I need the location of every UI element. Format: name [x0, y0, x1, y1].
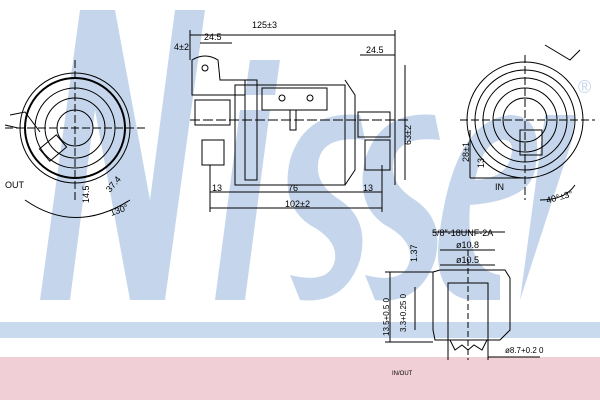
dim-right-offset: 24.5 [366, 45, 384, 55]
dim-76: 76 [288, 183, 299, 193]
dim-height: 63±2 [403, 125, 413, 145]
dim-13-left: 13 [212, 183, 223, 193]
out-label: OUT [5, 180, 24, 190]
in-label: IN [495, 182, 504, 192]
registered-mark: ® [578, 77, 592, 97]
thread-spec: 5/8″-18UNF-2A [432, 228, 494, 238]
dim-overall-length: 125±3 [252, 20, 277, 30]
blue-band [0, 322, 600, 338]
dim-tolerance-4: 4±2 [174, 42, 189, 52]
right-end-view [460, 44, 595, 201]
dim-diameter-10-5: ø10.5 [456, 255, 480, 265]
left-end-view [4, 60, 145, 218]
fitting-section [385, 231, 540, 360]
dim-1-37: 1.37 [409, 244, 419, 262]
in-out-label: IN/OUT [392, 371, 413, 377]
dim-3-3: 3.3+0.25 0 [399, 293, 408, 332]
dim-14-5: 14.5 [81, 185, 91, 203]
dim-diameter-10-8: ø10.8 [456, 240, 480, 250]
dim-13-5: 13.5+0.5 0 [382, 297, 391, 336]
dim-diameter-8-7: ø8.7+0.2 0 [505, 346, 544, 355]
dim-28: 28±1 [461, 142, 471, 162]
pink-band [0, 357, 600, 400]
dim-left-offset: 24.5 [204, 32, 222, 42]
main-body-view [189, 30, 410, 212]
dim-base-length: 102±2 [285, 199, 310, 209]
dim-13-right-view: 13 [476, 157, 486, 168]
dim-13-right: 13 [363, 183, 374, 193]
